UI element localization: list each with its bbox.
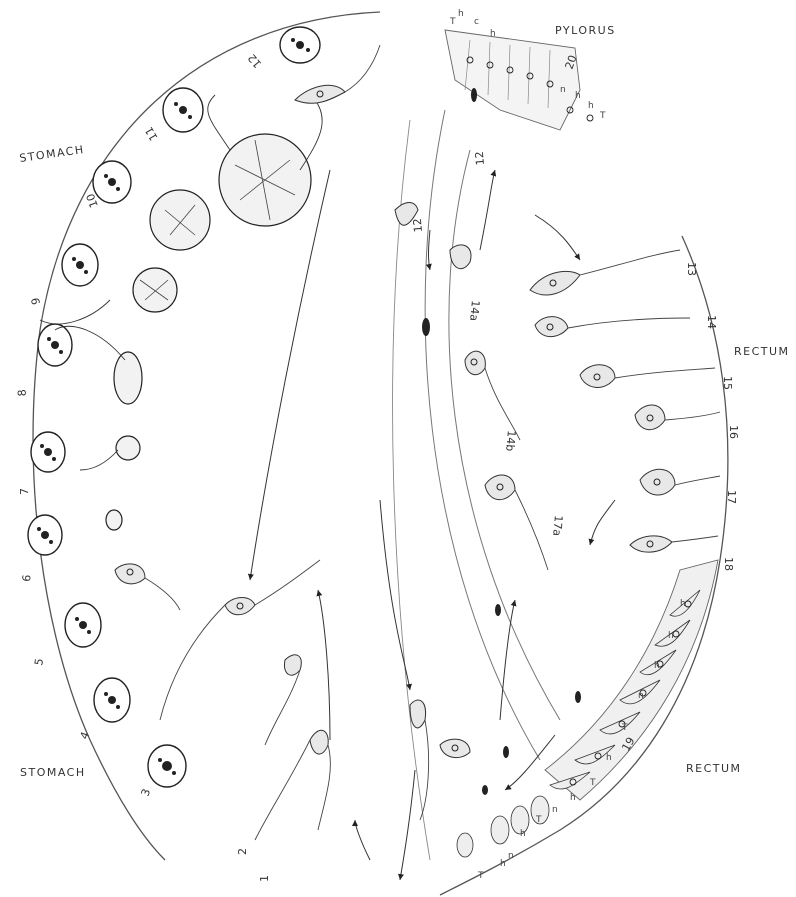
trypanosome — [630, 536, 672, 552]
large-cyst — [150, 190, 210, 250]
label-rectum-bottom: RECTUM — [686, 762, 742, 775]
label-pylorus: PYLORUS — [555, 24, 616, 37]
stage-number: 4 — [78, 730, 93, 741]
svg-text:T: T — [477, 871, 484, 881]
stage-number: 14b — [503, 430, 518, 452]
trypanosome — [310, 730, 328, 754]
svg-text:T: T — [449, 17, 456, 27]
svg-text:h: h — [500, 859, 506, 869]
encysted-cell — [106, 510, 122, 530]
trypanosome — [485, 475, 515, 500]
lower-forms-group — [457, 796, 549, 857]
stage-number: 12 — [245, 51, 264, 70]
stage-number: 13 — [685, 262, 698, 276]
small-cyst — [116, 436, 140, 460]
svg-text:h: h — [575, 91, 581, 101]
trypanosome — [465, 351, 485, 375]
label-rectum-top: RECTUM — [734, 345, 790, 358]
stage-number: 5 — [32, 657, 46, 666]
inner-channel-1 — [449, 150, 560, 720]
dark-bodies — [422, 88, 581, 795]
svg-text:h: h — [668, 631, 674, 641]
stage-number: 17 — [725, 490, 738, 504]
trypanosome — [440, 739, 470, 757]
svg-text:h: h — [654, 661, 660, 671]
stage-number: 14 — [705, 315, 718, 329]
trypanosome — [225, 598, 255, 615]
stage-number: 15 — [721, 376, 734, 390]
svg-text:n: n — [508, 851, 514, 861]
stage-number: 12 — [473, 151, 487, 166]
svg-text:h: h — [588, 101, 594, 111]
stage-number: 14a — [467, 300, 482, 322]
svg-text:n: n — [560, 85, 566, 95]
pylorus-epithelium — [445, 30, 580, 130]
trypanosome — [535, 317, 568, 337]
stage-number: 18 — [722, 557, 735, 571]
label-stomach-top: STOMACH — [19, 143, 86, 165]
svg-text:T: T — [589, 778, 596, 788]
svg-text:n: n — [552, 805, 558, 815]
trypanosome — [635, 405, 665, 430]
stage-number: 6 — [20, 574, 34, 582]
stage-number: 8 — [15, 389, 29, 397]
svg-text:h: h — [520, 829, 526, 839]
trypanosome-nuclei — [127, 91, 660, 751]
trypanosome — [410, 700, 426, 728]
trypanosome — [115, 564, 145, 584]
trypanosome — [450, 245, 471, 269]
cluster — [114, 352, 142, 404]
svg-text:h: h — [680, 599, 686, 609]
svg-text:h: h — [570, 793, 576, 803]
svg-text:T: T — [599, 111, 606, 121]
svg-text:h: h — [606, 753, 612, 763]
cyst-masses — [106, 134, 311, 530]
stage-number: 11 — [142, 124, 160, 143]
tissue-letters: T h c h n h h T h h h n T h T h n T h T … — [449, 9, 686, 881]
svg-text:h: h — [458, 9, 464, 19]
svg-text:h: h — [490, 29, 496, 39]
stage-number: 7 — [18, 488, 31, 495]
label-stomach-bottom: STOMACH — [20, 766, 86, 779]
svg-text:T: T — [621, 723, 628, 733]
svg-text:c: c — [474, 17, 479, 27]
trypanosome — [580, 365, 615, 388]
svg-text:T: T — [535, 815, 542, 825]
stage-number: 3 — [139, 787, 154, 798]
trypanosome — [530, 271, 580, 295]
trypanosome — [295, 85, 345, 103]
stage-number: 17a — [550, 515, 565, 537]
stage-number: 16 — [727, 425, 740, 439]
svg-text:n: n — [638, 691, 644, 701]
trypanosome — [640, 469, 675, 495]
inner-channel-2 — [425, 110, 540, 760]
trypanosome-forms — [115, 85, 675, 757]
stage-number: 1 — [258, 875, 271, 882]
medium-cyst — [133, 268, 177, 312]
stage-number: 2 — [236, 848, 249, 855]
stage-number: 12 — [411, 218, 425, 233]
stage-number: 9 — [29, 297, 43, 306]
